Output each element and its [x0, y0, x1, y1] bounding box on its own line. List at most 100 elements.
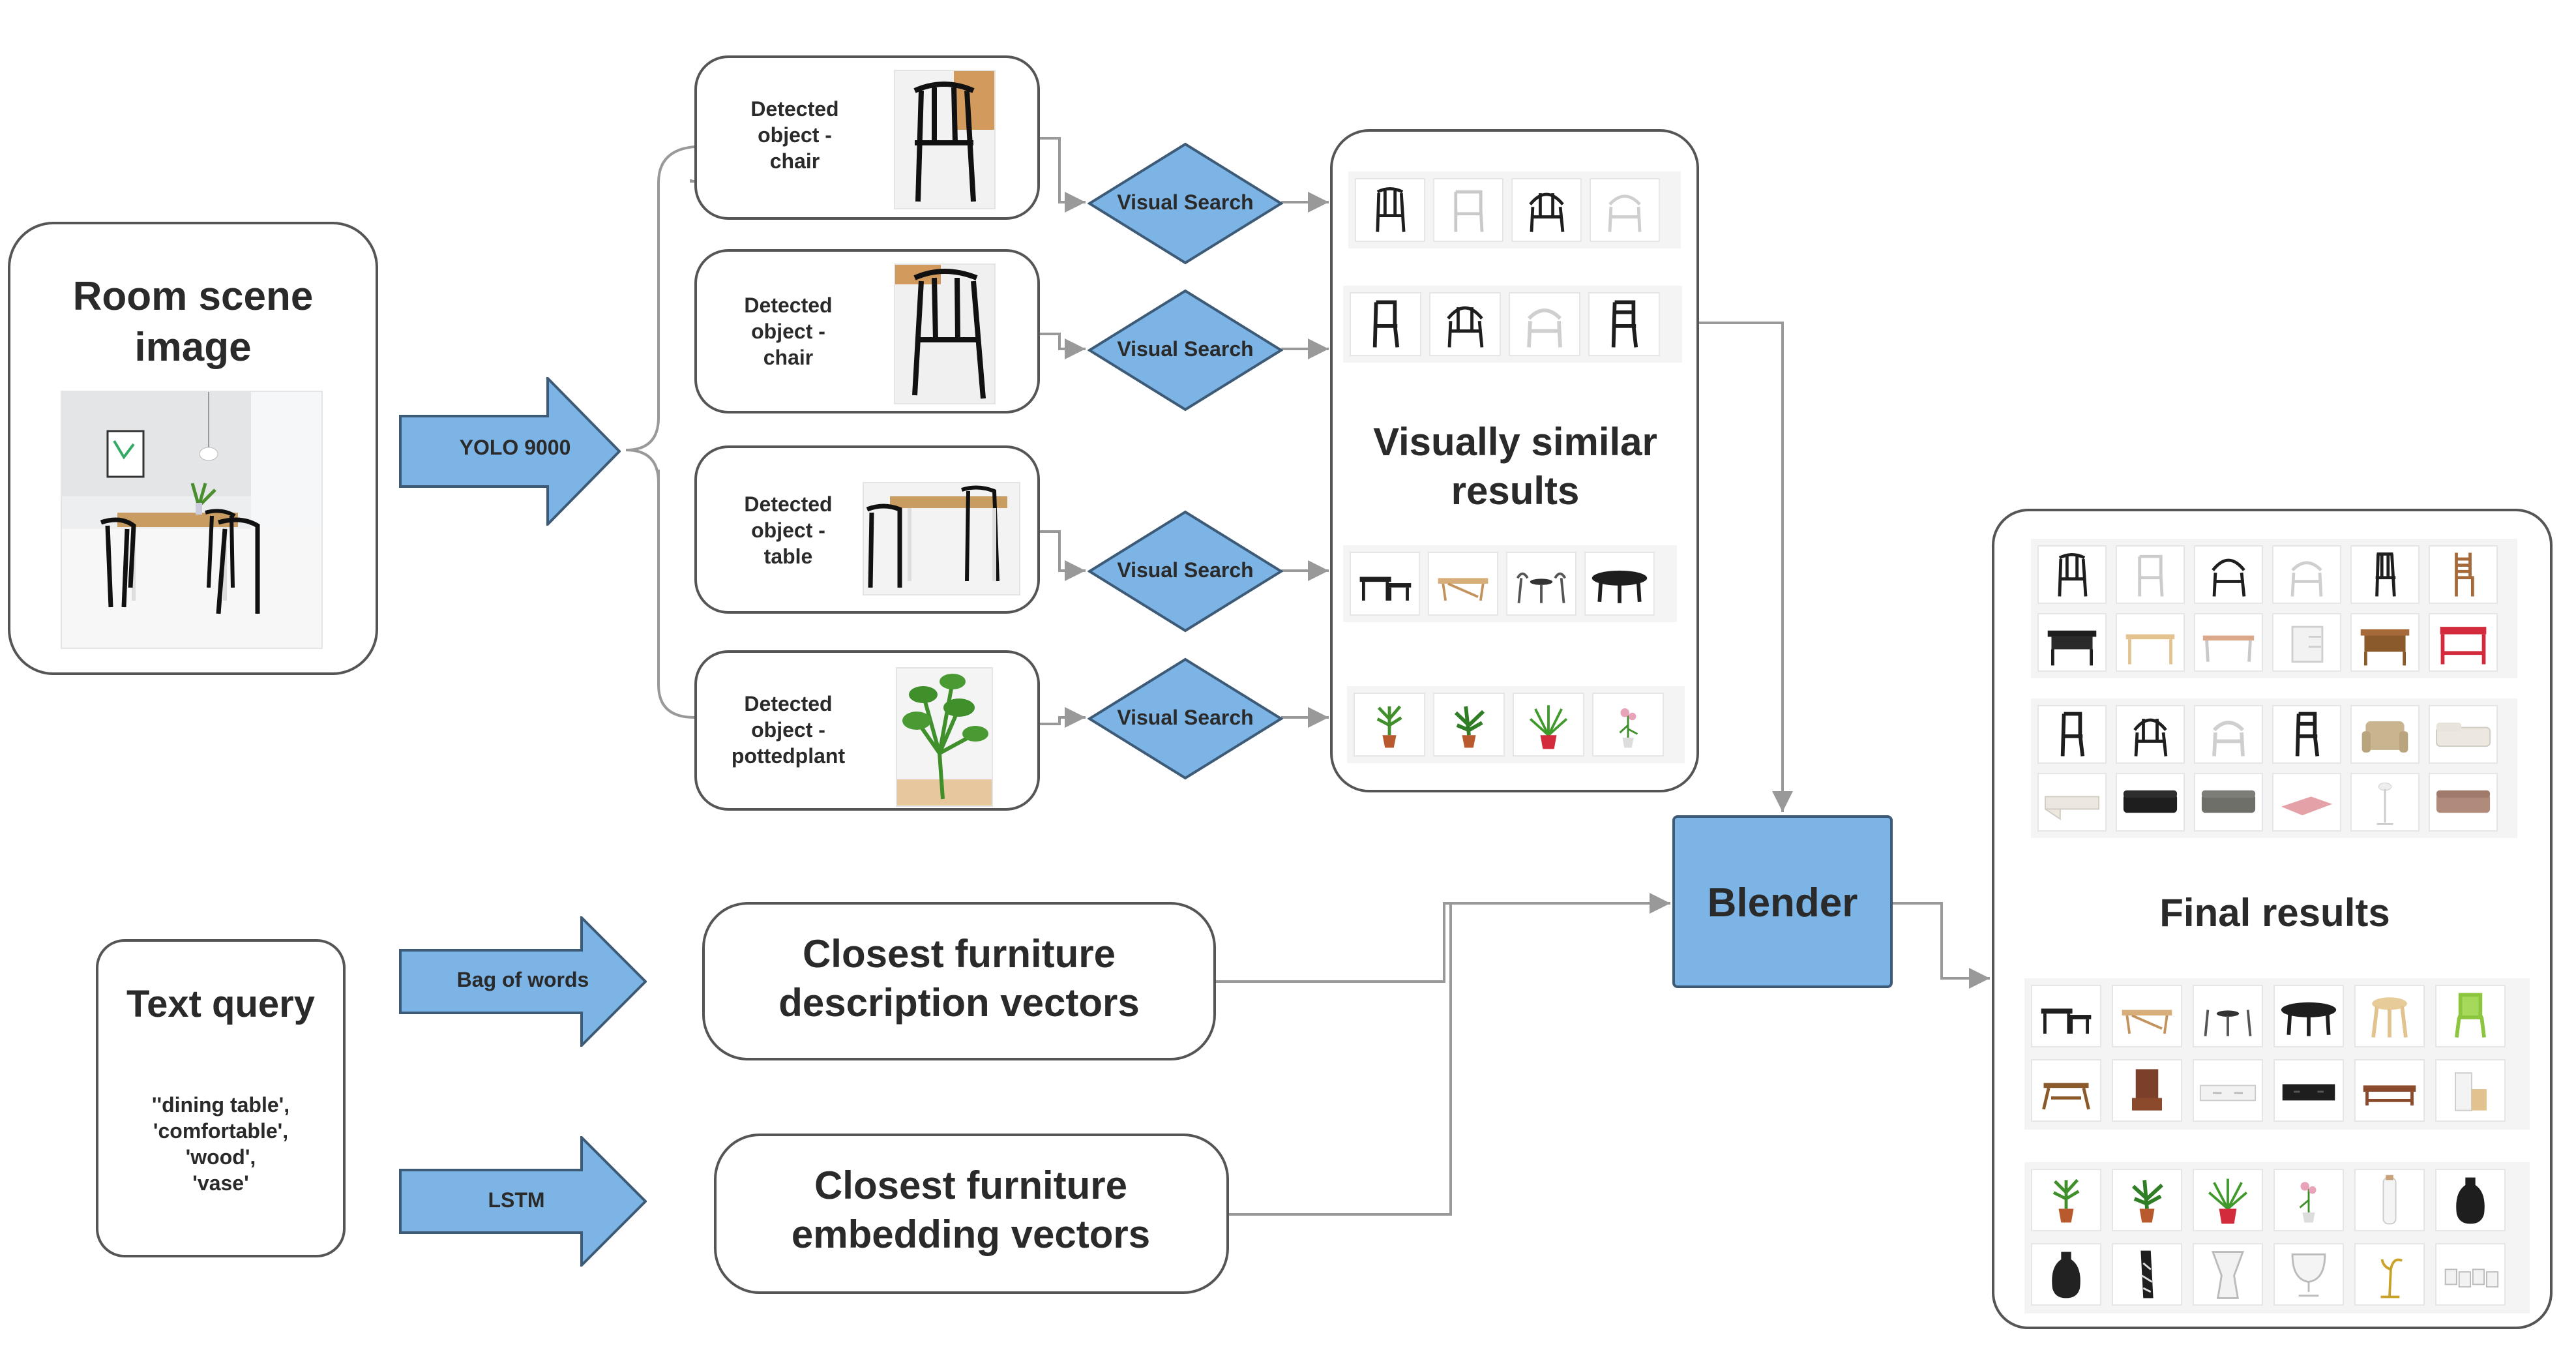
- detected-object-box: Detected object - pottedplant: [694, 650, 1040, 811]
- brace-connector: [626, 150, 694, 215]
- room-scene-photo: [61, 391, 323, 649]
- visual-search-diamond: [1088, 289, 1283, 412]
- final-results-group: [2024, 978, 2530, 1130]
- product-thumbnail: [2273, 1169, 2344, 1231]
- product-thumbnail: [1592, 693, 1664, 757]
- product-thumbnail: [2194, 773, 2263, 832]
- lstm-label: LSTM: [488, 1188, 545, 1212]
- product-thumbnail: [2350, 705, 2420, 764]
- final-results-group: [2031, 699, 2517, 838]
- blender-box: Blender: [1672, 815, 1893, 988]
- product-thumbnail: [2272, 545, 2341, 604]
- product-thumbnail: [2354, 1059, 2425, 1122]
- detected-object-label: Detected object - chair: [744, 293, 833, 369]
- product-thumbnail: [1588, 292, 1660, 356]
- product-thumbnail: [2037, 545, 2107, 604]
- product-thumbnail: [2354, 985, 2425, 1047]
- product-thumbnail: [1355, 178, 1425, 242]
- chair-photo: [894, 263, 996, 404]
- product-thumbnail: [2272, 705, 2341, 764]
- product-thumbnail: [1433, 693, 1505, 757]
- detected-object-label: Detected object - pottedplant: [731, 692, 846, 768]
- visual-search-label: Visual Search: [1117, 337, 1254, 361]
- table-photo: [863, 482, 1020, 595]
- product-thumbnail: [2272, 773, 2341, 832]
- product-thumbnail: [2350, 545, 2420, 604]
- similar-results-title: Visually similar results: [1373, 420, 1657, 513]
- detected-object-label: Detected object - chair: [750, 97, 839, 173]
- product-thumbnail: [2429, 773, 2498, 832]
- similar-results-row: [1347, 686, 1685, 763]
- product-thumbnail: [1350, 292, 1421, 356]
- product-thumbnail: [2112, 1243, 2182, 1306]
- similar-results-row: [1348, 172, 1681, 248]
- product-thumbnail: [2193, 1169, 2263, 1231]
- product-thumbnail: [2031, 1169, 2101, 1231]
- product-thumbnail: [1584, 552, 1655, 616]
- room-scene-title: Room scene image: [72, 274, 314, 370]
- embedding-vectors-box: Closest furniture embedding vectors: [714, 1134, 1229, 1294]
- product-thumbnail: [2031, 1243, 2101, 1306]
- product-thumbnail: [2037, 705, 2107, 764]
- final-results-title: Final results: [2159, 891, 2390, 935]
- product-thumbnail: [1350, 552, 1420, 616]
- pottedplant-photo: [896, 667, 993, 807]
- product-thumbnail: [2435, 1243, 2506, 1306]
- detected-object-box: Detected object - chair: [694, 249, 1040, 413]
- detected-object-box: Detected object - table: [694, 445, 1040, 614]
- product-thumbnail: [2037, 773, 2107, 832]
- product-thumbnail: [2112, 1059, 2182, 1122]
- product-thumbnail: [1509, 292, 1580, 356]
- product-thumbnail: [2116, 613, 2185, 672]
- yolo-label: YOLO 9000: [459, 436, 571, 459]
- product-thumbnail: [1428, 552, 1498, 616]
- visual-search-diamond: [1088, 510, 1283, 633]
- product-thumbnail: [2435, 1169, 2506, 1231]
- product-thumbnail: [2116, 545, 2185, 604]
- detected-object-label: Detected object - table: [744, 492, 833, 568]
- product-thumbnail: [2031, 985, 2101, 1047]
- product-thumbnail: [2194, 705, 2263, 764]
- product-thumbnail: [2429, 705, 2498, 764]
- room-scene-box: Room scene image: [8, 222, 378, 675]
- product-thumbnail: [2031, 1059, 2101, 1122]
- product-thumbnail: [2273, 1243, 2344, 1306]
- product-thumbnail: [1354, 693, 1425, 757]
- text-query-title: Text query: [126, 983, 315, 1025]
- product-thumbnail: [2350, 613, 2420, 672]
- chair-photo: [894, 70, 996, 209]
- product-thumbnail: [2435, 985, 2506, 1047]
- bag-of-words-label: Bag of words: [456, 968, 589, 991]
- visual-search-diamond: [1088, 142, 1283, 265]
- product-thumbnail: [2273, 1059, 2344, 1122]
- product-thumbnail: [2273, 985, 2344, 1047]
- product-thumbnail: [2354, 1169, 2425, 1231]
- product-thumbnail: [2112, 985, 2182, 1047]
- visual-search-label: Visual Search: [1117, 706, 1254, 729]
- yolo-arrow: [399, 377, 621, 526]
- product-thumbnail: [1511, 178, 1582, 242]
- text-query-terms: ''dining table', 'comfortable', 'wood', …: [151, 1093, 290, 1195]
- visual-search-label: Visual Search: [1117, 190, 1254, 214]
- description-vectors-label: Closest furniture description vectors: [778, 932, 1140, 1025]
- product-thumbnail: [2194, 545, 2263, 604]
- final-results-group: [2024, 1162, 2530, 1314]
- product-thumbnail: [2112, 1169, 2182, 1231]
- visual-search-diamond: [1088, 657, 1283, 780]
- product-thumbnail: [2116, 773, 2185, 832]
- product-thumbnail: [2193, 1059, 2263, 1122]
- similar-results-row: [1343, 545, 1677, 622]
- blender-label: Blender: [1707, 880, 1858, 925]
- product-thumbnail: [2429, 613, 2498, 672]
- similar-results-row: [1343, 286, 1682, 363]
- description-vectors-box: Closest furniture description vectors: [702, 902, 1216, 1060]
- product-thumbnail: [1590, 178, 1660, 242]
- embedding-vectors-label: Closest furniture embedding vectors: [791, 1164, 1151, 1256]
- product-thumbnail: [2272, 613, 2341, 672]
- product-thumbnail: [1429, 292, 1501, 356]
- product-thumbnail: [2193, 985, 2263, 1047]
- product-thumbnail: [1513, 693, 1584, 757]
- product-thumbnail: [2116, 705, 2185, 764]
